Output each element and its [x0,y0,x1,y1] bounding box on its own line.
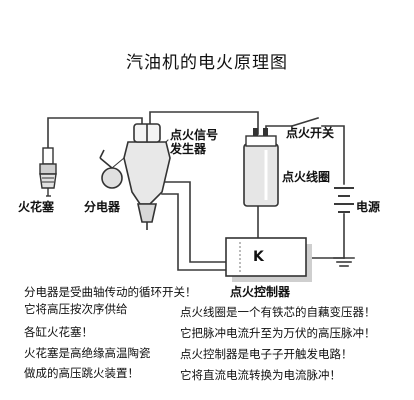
note-right-3: 点火控制器是电子子开触发电路！ [180,347,353,361]
note-left-2: 它将高压按次序供给 [24,302,128,316]
label-spark-plug: 火花塞 [18,200,55,214]
note-left-1: 分电器是受曲轴传动的循环开关！ [24,285,197,299]
controller-shape [225,237,312,282]
wire-plug-to-cap [47,117,143,169]
distributor-shape [99,123,171,230]
note-right-4: 它将直流电流转换为电流脉冲！ [180,368,341,382]
switch-lever [291,117,319,127]
label-controller: 点火控制器 [230,285,291,299]
note-left-3: 各缸火花塞！ [24,325,93,339]
label-power: 电源 [356,200,381,214]
note-left-4: 火花塞是高绝缘高温陶瓷 [24,346,151,360]
diagram-title: 汽油机的电火原理图 [126,53,288,73]
wire-signal-a [161,181,227,263]
label-ignition-coil: 点火线圈 [282,170,331,184]
note-left-5: 做成的高压跳火装置！ [24,366,139,380]
note-right-1: 点火线圈是一个有铁芯的自藕变压器！ [180,305,376,319]
wire-cap-to-coil [149,111,259,135]
spark-plug-shape [39,147,57,197]
wire-signal-b [161,193,227,271]
label-distributor: 分电器 [84,200,121,214]
label-signal-generator-2: 发生器 [170,142,207,156]
note-right-2: 它把脉冲电流升至为万伏的高压脉冲！ [180,326,376,340]
label-signal-generator-1: 点火信号 [170,128,219,142]
controller-symbol: K [253,249,264,265]
wire-switch-to-power [321,125,345,185]
ignition-coil-shape [243,128,279,207]
label-switch: 点火开关 [286,126,335,140]
